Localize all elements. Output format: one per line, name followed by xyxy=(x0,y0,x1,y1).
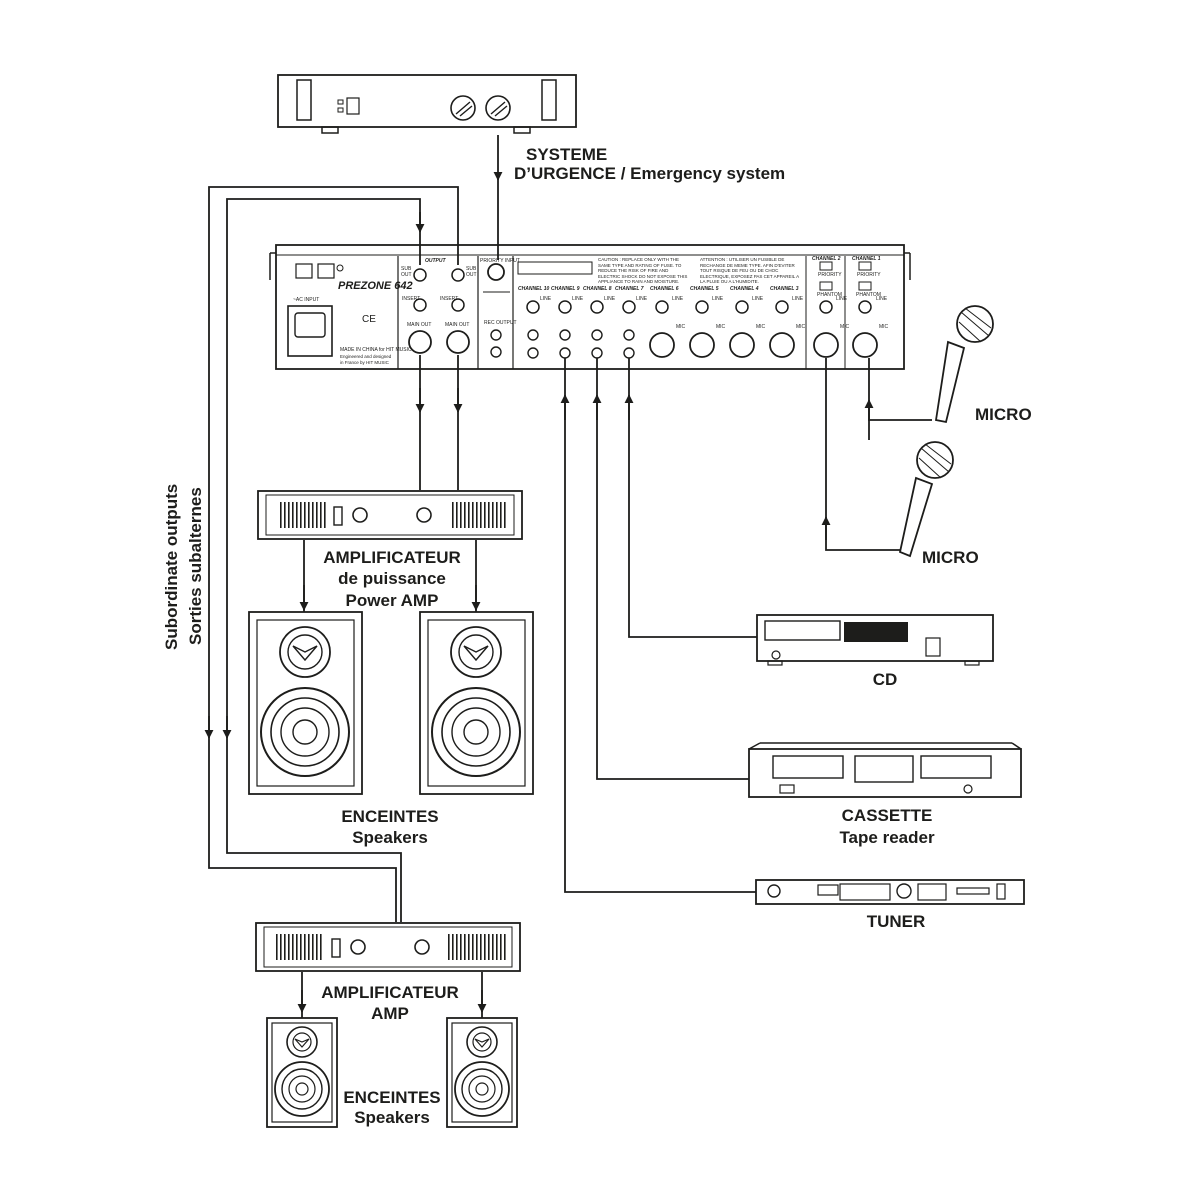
channel-10-label: CHANNEL 10 xyxy=(518,286,550,292)
emergency-system-unit xyxy=(277,74,577,134)
microphone-bottom xyxy=(898,441,954,558)
tuner xyxy=(755,879,1025,905)
power-amplifier-1 xyxy=(257,490,523,540)
emergency-label-line1: SYSTEME xyxy=(526,145,608,164)
ch9-line-label: LINE xyxy=(572,296,584,302)
channel-6-label: CHANNEL 6 xyxy=(650,286,679,292)
priority-input-label: PRIORITY INPUT xyxy=(480,258,520,264)
cassette-deck xyxy=(748,742,1022,798)
speaker-left-1 xyxy=(248,611,363,795)
ch3-line-label: LINE xyxy=(792,296,804,302)
emergency-label-line2: D’URGENCE / Emergency system xyxy=(514,164,786,183)
insert-left: INSERT xyxy=(402,296,421,302)
rec-output-label: REC OUTPUT xyxy=(484,320,517,326)
cd-label: CD xyxy=(872,670,898,689)
speakers2-label-line1: ENCEINTES xyxy=(343,1088,441,1107)
ch2-phantom-label: PHANTOM xyxy=(817,292,842,298)
speaker-right-1 xyxy=(419,611,534,795)
sub-out-left: SUB OUT xyxy=(401,266,412,278)
ch3-mic-label: MIC xyxy=(796,324,806,330)
engineered-label: Engineered and designed in France by HIT… xyxy=(340,354,392,365)
channel-3-label: CHANNEL 3 xyxy=(770,286,799,292)
speakers1-label-line1: ENCEINTES xyxy=(341,807,439,826)
main-out-right: MAIN OUT xyxy=(445,322,470,328)
sub-out-right: SUB OUT xyxy=(466,266,477,278)
channel-9-label: CHANNEL 9 xyxy=(551,286,580,292)
ch5-line-label: LINE xyxy=(712,296,724,302)
ch7-line-label: LINE xyxy=(636,296,648,302)
mixer-rear-panel xyxy=(269,244,911,370)
amp1-label-line2: de puissance xyxy=(338,569,446,588)
amp1-label-line1: AMPLIFICATEUR xyxy=(323,548,461,567)
cd-player xyxy=(756,614,994,666)
amp2-label-line2: AMP xyxy=(371,1004,409,1023)
micro-top-label: MICRO xyxy=(975,405,1032,424)
cassette-label-line2: Tape reader xyxy=(839,828,935,847)
micro-bottom-label: MICRO xyxy=(922,548,979,567)
ch5-mic-label: MIC xyxy=(716,324,726,330)
ch4-line-label: LINE xyxy=(752,296,764,302)
amp1-label-line3: Power AMP xyxy=(345,591,439,610)
ch1-priority-label: PRIORITY xyxy=(857,272,881,278)
ch8-line-label: LINE xyxy=(604,296,616,302)
source-lines xyxy=(560,358,932,893)
subordinate-outputs-label: Subordinate outputs xyxy=(162,483,181,650)
ch4-mic-label: MIC xyxy=(756,324,766,330)
channel-2-label: CHANNEL 2 xyxy=(812,256,841,262)
cassette-label-line1: CASSETTE xyxy=(841,806,933,825)
subordinate-output-lines xyxy=(204,186,459,922)
made-in-label: MADE IN CHINA for HIT MUSIC xyxy=(340,347,412,353)
ch1-phantom-label: PHANTOM xyxy=(856,292,881,298)
tuner-label: TUNER xyxy=(866,912,926,931)
output-label: OUTPUT xyxy=(425,258,446,264)
microphone-top xyxy=(934,305,994,424)
main-out-lines xyxy=(415,355,463,490)
ch2-priority-label: PRIORITY xyxy=(818,272,842,278)
ch6-line-label: LINE xyxy=(672,296,684,302)
ac-input-label: ~AC INPUT xyxy=(293,297,320,303)
ch1-line-label: LINE xyxy=(876,296,888,302)
insert-right: INSERT xyxy=(440,296,459,302)
amplifier-2 xyxy=(255,922,521,972)
ch1-mic-label: MIC xyxy=(879,324,889,330)
ce-mark: CE xyxy=(362,314,376,325)
speakers1-label-line2: Speakers xyxy=(352,828,428,847)
ch2-line-label: LINE xyxy=(836,296,848,302)
speakers2-label-line2: Speakers xyxy=(354,1108,430,1127)
ch6-mic-label: MIC xyxy=(676,324,686,330)
amp2-label-line1: AMPLIFICATEUR xyxy=(321,983,459,1002)
channel-4-label: CHANNEL 4 xyxy=(730,286,759,292)
ch10-line-label: LINE xyxy=(540,296,552,302)
caution-fr: ATTENTION : UTILISER UN FUSIBLE DE RECHA… xyxy=(700,257,799,284)
ch2-mic-label: MIC xyxy=(840,324,850,330)
mixer-brand: PREZONE 642 xyxy=(338,280,413,292)
speaker-right-2 xyxy=(446,1017,518,1128)
main-out-left: MAIN OUT xyxy=(407,322,432,328)
channel-1-label: CHANNEL 1 xyxy=(852,256,881,262)
channel-8-label: CHANNEL 8 xyxy=(583,286,612,292)
channel-5-label: CHANNEL 5 xyxy=(690,286,719,292)
sorties-subalternes-label: Sorties subalternes xyxy=(186,487,205,645)
caution-en: CAUTION : REPLACE ONLY WITH THE SAME TYP… xyxy=(598,257,688,284)
channel-7-label: CHANNEL 7 xyxy=(615,286,644,292)
speaker-left-2 xyxy=(266,1017,338,1128)
